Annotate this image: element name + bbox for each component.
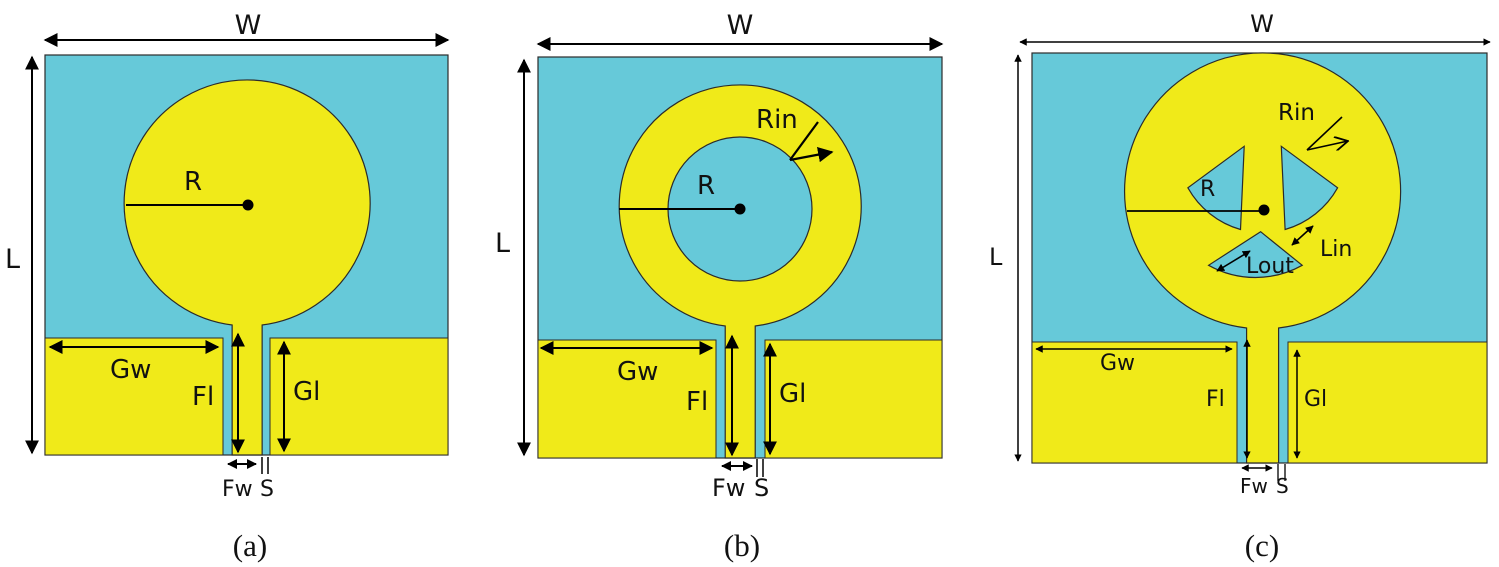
l-label: L bbox=[495, 228, 510, 259]
rin-line bbox=[789, 121, 819, 161]
fl-label: Fl bbox=[192, 382, 214, 412]
rin-arrow bbox=[1306, 141, 1348, 150]
rin-label: Rin bbox=[756, 105, 798, 135]
ground-plane-left bbox=[1031, 341, 1238, 464]
rin-label: Rin bbox=[1278, 100, 1315, 126]
s-label: S bbox=[1276, 474, 1289, 498]
panel-b: W L R Rin Gw Fl Gl Fw S (b) bbox=[495, 10, 944, 563]
rin-line bbox=[1306, 116, 1343, 151]
r-label: R bbox=[184, 167, 202, 197]
s-label: S bbox=[754, 474, 769, 502]
sector-slot-left bbox=[1187, 145, 1245, 231]
gl-label: Gl bbox=[779, 379, 806, 409]
ground-plane-right bbox=[1287, 341, 1488, 464]
ground-plane-right bbox=[269, 337, 449, 456]
ground-plane-left bbox=[44, 337, 224, 456]
fw-label: Fw bbox=[222, 477, 253, 502]
rin-arrow bbox=[789, 147, 834, 163]
r-label: R bbox=[697, 171, 715, 201]
lin-label: Lin bbox=[1320, 237, 1352, 262]
gw-label: Gw bbox=[1100, 351, 1135, 376]
ground-plane-right bbox=[764, 339, 943, 459]
center-dot bbox=[242, 199, 254, 211]
sector-slot-right bbox=[1280, 145, 1339, 231]
caption-a: (a) bbox=[233, 528, 267, 563]
w-label: W bbox=[1250, 10, 1274, 38]
l-label: L bbox=[989, 243, 1003, 271]
r-label: R bbox=[1200, 177, 1215, 202]
panel-c: W L R Rin Lin Lout Gw Fl Gl Fw S (c) bbox=[989, 10, 1491, 563]
center-dot bbox=[734, 203, 746, 215]
radiating-patch bbox=[123, 79, 371, 456]
gl-label: Gl bbox=[293, 377, 320, 407]
lout-dimension-arrow bbox=[1216, 250, 1251, 272]
w-label: W bbox=[727, 10, 754, 41]
fl-label: Fl bbox=[686, 387, 708, 417]
gl-label: Gl bbox=[1304, 387, 1327, 412]
lin-dimension-arrow bbox=[1291, 225, 1314, 246]
caption-b: (b) bbox=[724, 528, 760, 563]
gw-label: Gw bbox=[110, 355, 151, 385]
panel-a: W L R Gw Fl Gl Fw S (a) bbox=[5, 10, 450, 563]
fl-label: Fl bbox=[1206, 387, 1225, 412]
l-label: L bbox=[5, 244, 20, 275]
s-label: S bbox=[260, 477, 274, 502]
caption-c: (c) bbox=[1245, 528, 1279, 563]
w-label: W bbox=[235, 10, 262, 41]
gw-label: Gw bbox=[617, 357, 658, 387]
ground-plane-left bbox=[537, 339, 717, 459]
center-dot bbox=[1258, 204, 1270, 216]
lout-label: Lout bbox=[1246, 254, 1294, 279]
fw-label: Fw bbox=[712, 474, 745, 502]
fw-label: Fw bbox=[1240, 474, 1268, 498]
